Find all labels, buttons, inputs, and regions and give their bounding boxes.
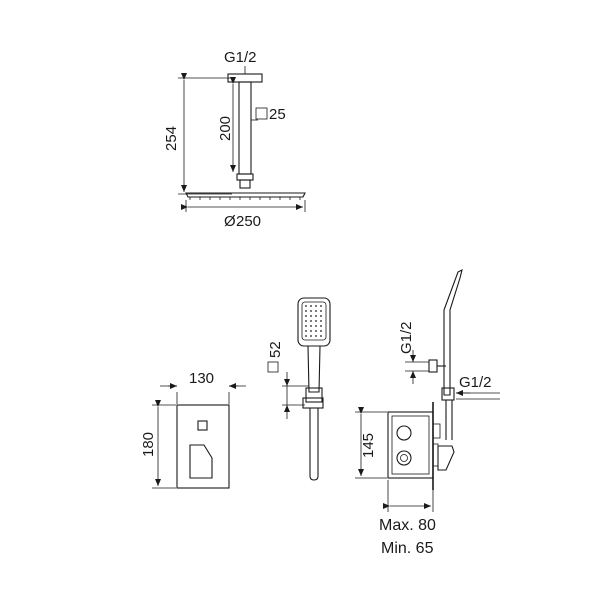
square-section-symbol (255, 107, 268, 120)
hand-shower-side (443, 268, 463, 396)
head-diameter-label: 250 (236, 213, 261, 230)
square-section-symbol (267, 361, 279, 373)
wall-outlet (428, 359, 438, 373)
ceiling-thread-label: G1/2 (224, 49, 257, 66)
mixer-box-view: G1/2 G1/2 145 Max. 80 Min. 65 (355, 268, 500, 557)
box-height-label: 145 (360, 433, 377, 458)
shower-hose (309, 408, 319, 481)
mixer-lever (189, 444, 213, 479)
hand-shower-view: 52 (267, 297, 331, 481)
cover-plate (176, 404, 230, 489)
arm-connector (239, 179, 251, 189)
ceiling-flange (227, 73, 263, 83)
lever-side-profile (437, 445, 455, 471)
side-bracket (441, 387, 455, 401)
diverter-knob (197, 420, 208, 431)
outlet-stub (432, 423, 441, 439)
side-hose (445, 400, 453, 440)
depth-max-label: Max. 80 (379, 517, 436, 534)
shower-arm (238, 81, 252, 175)
handle-section-label: 52 (267, 341, 284, 358)
wall-bracket (305, 387, 323, 403)
depth-min-label: Min. 65 (381, 540, 434, 557)
arm-height-label: 200 (217, 116, 234, 141)
ceiling-shower-view: G1/2 254 200 25 Ø 250 (163, 49, 306, 230)
concealed-box (387, 411, 434, 479)
arm-section-label: 25 (269, 106, 286, 123)
cartridge-core (400, 454, 408, 462)
lower-cartridge (396, 450, 412, 466)
upper-cartridge (396, 425, 412, 441)
wall-plate-view: 130 180 (140, 370, 246, 489)
shower-head (185, 192, 306, 198)
horizontal-inlet-thread-label: G1/2 (459, 374, 492, 391)
arm-joint (236, 173, 254, 181)
total-height-label: 254 (163, 126, 180, 151)
vertical-inlet-thread-label: G1/2 (398, 321, 415, 354)
plate-height-label: 180 (140, 432, 157, 457)
spray-nozzle-grid (305, 305, 322, 337)
plate-width-label: 130 (189, 370, 214, 387)
spray-face (301, 301, 327, 341)
hand-shower-handle (307, 345, 321, 393)
box-inner (391, 415, 430, 475)
head-diameter-symbol: Ø (224, 213, 236, 230)
bracket-base (302, 397, 324, 409)
